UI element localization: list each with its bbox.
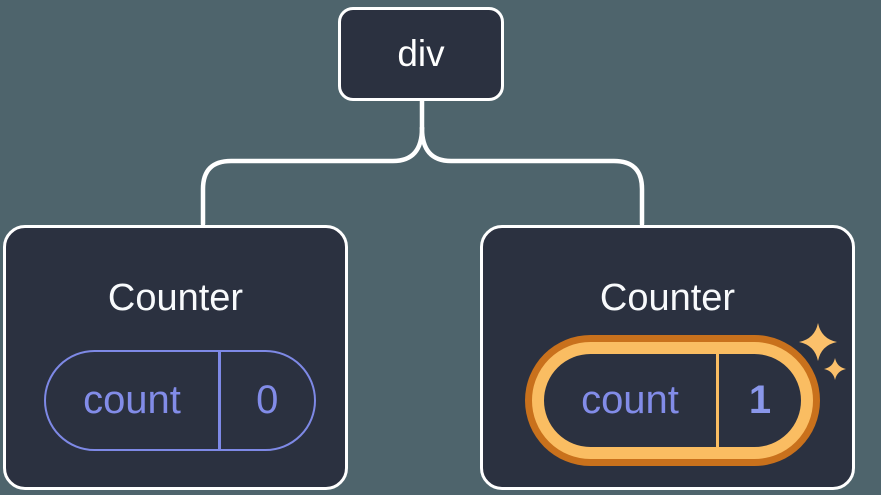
state-label-box: count	[46, 352, 218, 449]
state-label-box: count	[544, 354, 716, 447]
pill-divider	[218, 352, 221, 449]
pill-divider	[716, 354, 719, 447]
sparkles-icon	[799, 323, 846, 380]
state-pill-right-highlighted: count 1	[532, 342, 813, 459]
state-value: 1	[748, 378, 772, 422]
counter-card-right: Counter count 1	[480, 225, 855, 490]
state-value-box: 1	[719, 354, 801, 447]
connector-right-branch	[419, 125, 645, 227]
connector-left-branch	[200, 125, 425, 227]
counter-title-left: Counter	[107, 277, 244, 319]
state-value-box: 0	[221, 352, 315, 449]
state-pill-left: count 0	[44, 350, 316, 451]
state-value: 0	[256, 378, 279, 422]
state-label: count	[83, 378, 181, 422]
sparkle-large	[799, 323, 837, 361]
root-div-node: div	[338, 7, 504, 101]
root-div-node-label: div	[397, 33, 445, 74]
counter-title-right: Counter	[599, 277, 736, 319]
sparkle-small	[824, 358, 846, 380]
state-label: count	[581, 378, 679, 422]
counter-card-left: Counter count 0	[3, 225, 348, 490]
